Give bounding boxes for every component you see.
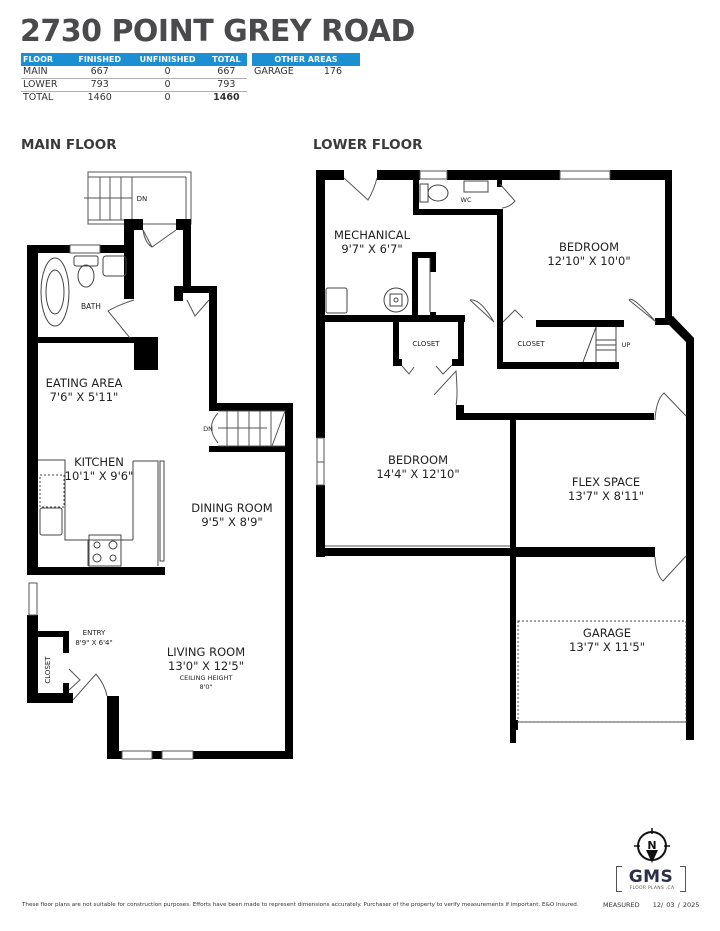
room-mechanical: MECHANICAL [334, 228, 411, 242]
garage-door-outline [517, 620, 687, 723]
brand-subtitle: FLOOR PLANS .CA [629, 886, 675, 891]
total-value: 793 [205, 78, 247, 92]
water-heater-icon [383, 287, 409, 313]
toilet-icon [427, 184, 449, 202]
room-kitchen: KITCHEN [74, 455, 124, 469]
floor-name: MAIN [21, 66, 70, 79]
room-bedroom-lower-dims: 14'4" X 12'10" [376, 467, 459, 481]
unfinished-value: 0 [129, 66, 206, 79]
table-row: LOWER 793 0 793 [21, 78, 247, 92]
room-closet-b: CLOSET [517, 340, 545, 348]
utility-sink-icon [325, 287, 348, 314]
col-floor: FLOOR [21, 53, 70, 66]
room-eating-area: EATING AREA [46, 376, 123, 390]
finished-value: 667 [69, 66, 130, 79]
room-garage-dims: 13'7" X 11'5" [569, 640, 645, 654]
fridge-outline [39, 474, 65, 508]
kitchen-sink-icon [39, 507, 63, 536]
unfinished-value: 0 [129, 78, 206, 92]
toilet-icon [73, 255, 99, 267]
lower-floor-plan: MECHANICAL 9'7" X 6'7" WC BEDROOM 12'10"… [316, 170, 694, 743]
grand-total-value: 1460 [213, 92, 240, 103]
room-kitchen-dims: 10'1" X 9'6" [65, 469, 134, 483]
main-floor-walls [27, 219, 293, 759]
room-entry-dims: 8'9" X 6'4" [75, 639, 112, 647]
brand-logo-text: GMS [628, 867, 674, 887]
col-unfinished: UNFINISHED [129, 53, 206, 66]
col-total: TOTAL [205, 53, 247, 66]
room-living-dims: 13'0" X 12'5" [168, 659, 244, 673]
room-dining: DINING ROOM [191, 501, 272, 515]
finished-value: 793 [69, 78, 130, 92]
room-eating-area-dims: 7'6" X 5'11" [50, 390, 119, 404]
main-floor-doors [68, 229, 210, 701]
room-bedroom-lower: BEDROOM [388, 453, 448, 467]
main-floor-windows [28, 244, 194, 760]
room-wc: WC [461, 196, 472, 204]
room-bedroom-upper-dims: 12'10" X 10'0" [547, 254, 630, 268]
room-flex-space: FLEX SPACE [572, 475, 640, 489]
room-bedroom-upper: BEDROOM [559, 240, 619, 254]
floor-name: TOTAL [23, 92, 54, 103]
finished-value: 1460 [87, 92, 112, 103]
room-living: LIVING ROOM [167, 645, 245, 659]
disclaimer-text: These floor plans are not suitable for c… [22, 902, 579, 908]
bathtub-icon [40, 257, 70, 327]
room-garage: GARAGE [583, 626, 631, 640]
area-name: GARAGE [254, 66, 294, 77]
floor-name: LOWER [21, 78, 70, 92]
room-flex-space-dims: 13'7" X 8'11" [568, 489, 644, 503]
stove-icon [88, 534, 122, 567]
col-finished: FINISHED [69, 53, 130, 66]
area-value: 176 [323, 66, 342, 77]
stair-top [84, 171, 192, 225]
room-closet-a: CLOSET [412, 340, 440, 348]
lower-floor-walls [316, 170, 694, 743]
lower-floor-fixtures [325, 180, 687, 723]
wc-sink-icon [463, 180, 489, 193]
stair-dn-label: DN [203, 425, 213, 433]
main-floor-plan: BATH EATING AREA 7'6" X 5'11" KITCHEN 10… [27, 171, 293, 760]
measured-date: 12/ 03 / 2025 [652, 901, 700, 909]
ceiling-height-label: CEILING HEIGHT [180, 674, 233, 682]
room-bath: BATH [81, 302, 101, 311]
measured-label: MEASURED [603, 901, 640, 909]
room-dining-dims: 9'5" X 8'9" [201, 515, 262, 529]
toilet-tank [419, 183, 429, 203]
property-address-title: 2730 POINT GREY ROAD [20, 14, 415, 49]
table-row: GARAGE 176 [252, 66, 360, 78]
table-row: TOTAL 1460 0 1460 [21, 92, 247, 105]
measured-info: MEASURED 12/ 03 / 2025 [603, 901, 709, 909]
table-row: MAIN 667 0 667 [21, 66, 247, 79]
ceiling-height-value: 8'0" [199, 683, 212, 691]
stair-dn-label: DN [137, 195, 148, 203]
lower-floor-title: LOWER FLOOR [313, 137, 423, 153]
room-entry: ENTRY [83, 629, 106, 637]
other-areas-table: OTHER AREAS GARAGE 176 [252, 53, 360, 78]
stair-up-label: UP [622, 341, 631, 349]
stair-mid [211, 410, 286, 447]
other-areas-header: OTHER AREAS [252, 53, 360, 66]
room-mechanical-dims: 9'7" X 6'7" [341, 242, 402, 256]
lower-floor-doors [343, 177, 687, 582]
unfinished-value: 0 [164, 92, 171, 103]
logo-bracket-left [616, 866, 622, 892]
compass-logo-icon: N [634, 828, 670, 863]
main-floor-fixtures [38, 255, 165, 567]
sink-icon [102, 255, 127, 277]
logo-bracket-right [680, 866, 686, 892]
total-value: 667 [205, 66, 247, 79]
floor-table-header: FLOOR FINISHED UNFINISHED TOTAL [21, 53, 247, 66]
floor-area-table: FLOOR FINISHED UNFINISHED TOTAL MAIN 667… [21, 53, 247, 104]
main-floor-title: MAIN FLOOR [21, 137, 117, 153]
room-closet: CLOSET [44, 656, 52, 684]
compass-letter: N [647, 839, 656, 852]
